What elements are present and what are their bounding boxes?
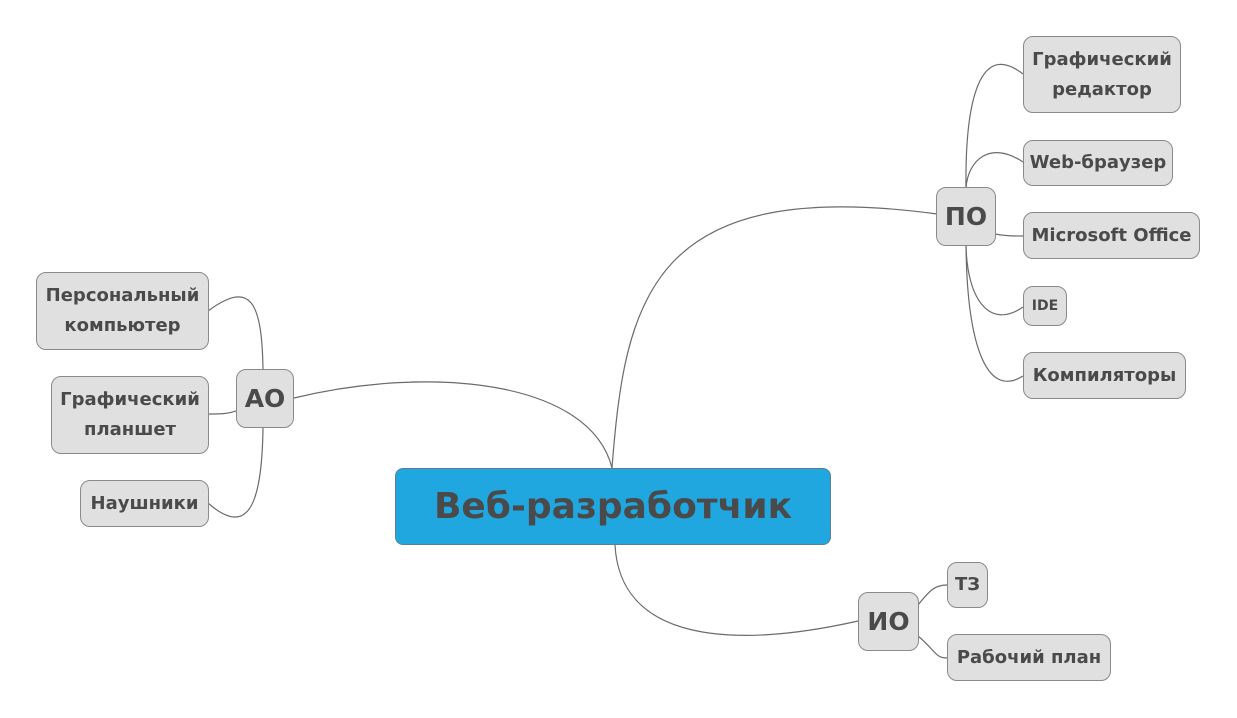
connector-root-po [611, 206, 938, 469]
leaf-node-headphones-label: Наушники [90, 492, 199, 514]
leaf-node-microsoft-office-label: Microsoft Office [1031, 224, 1192, 246]
connector-po-compilers [965, 244, 1024, 382]
branch-node-ao[interactable]: АО [236, 369, 294, 428]
root-node-label: Веб-разработчик [433, 486, 793, 527]
connector-root-io [614, 544, 859, 636]
root-node[interactable]: Веб-разработчик [395, 468, 831, 545]
connector-io-tz [917, 584, 948, 606]
connector-po-office [994, 233, 1024, 237]
connector-io-plan [917, 635, 948, 659]
leaf-node-web-browser[interactable]: Web-браузер [1023, 140, 1173, 186]
connector-po-ide [965, 244, 1024, 316]
leaf-node-headphones[interactable]: Наушники [80, 480, 209, 527]
branch-node-po-label: ПО [944, 202, 988, 231]
leaf-node-ide[interactable]: IDE [1023, 286, 1067, 326]
leaf-node-work-plan-label: Рабочий план [956, 646, 1102, 668]
connector-po-editor [965, 63, 1024, 189]
leaf-node-tz[interactable]: ТЗ [947, 562, 988, 608]
leaf-node-ide-label: IDE [1031, 298, 1059, 314]
connector-ao-headphones [207, 427, 264, 518]
leaf-node-tablet[interactable]: Графический планшет [51, 376, 209, 454]
leaf-node-compilers[interactable]: Компиляторы [1023, 352, 1186, 399]
connector-po-browser [965, 152, 1024, 189]
leaf-node-pc[interactable]: Персональный компьютер [36, 272, 209, 350]
leaf-node-tablet-label: Графический планшет [60, 389, 200, 440]
branch-node-io-label: ИО [867, 607, 910, 636]
connector-ao-tablet [207, 409, 239, 415]
leaf-node-microsoft-office[interactable]: Microsoft Office [1023, 212, 1200, 259]
leaf-node-graphics-editor[interactable]: Графический редактор [1023, 36, 1181, 113]
leaf-node-web-browser-label: Web-браузер [1029, 152, 1167, 173]
connector-root-ao [293, 381, 613, 469]
leaf-node-tz-label: ТЗ [954, 574, 981, 595]
connector-ao-pc [207, 296, 264, 371]
leaf-node-pc-label: Персональный компьютер [45, 285, 200, 336]
branch-node-po[interactable]: ПО [936, 187, 996, 246]
leaf-node-compilers-label: Компиляторы [1032, 364, 1177, 386]
branch-node-ao-label: АО [244, 384, 286, 413]
leaf-node-work-plan[interactable]: Рабочий план [947, 634, 1111, 681]
branch-node-io[interactable]: ИО [858, 592, 919, 651]
leaf-node-graphics-editor-label: Графический редактор [1032, 48, 1172, 100]
